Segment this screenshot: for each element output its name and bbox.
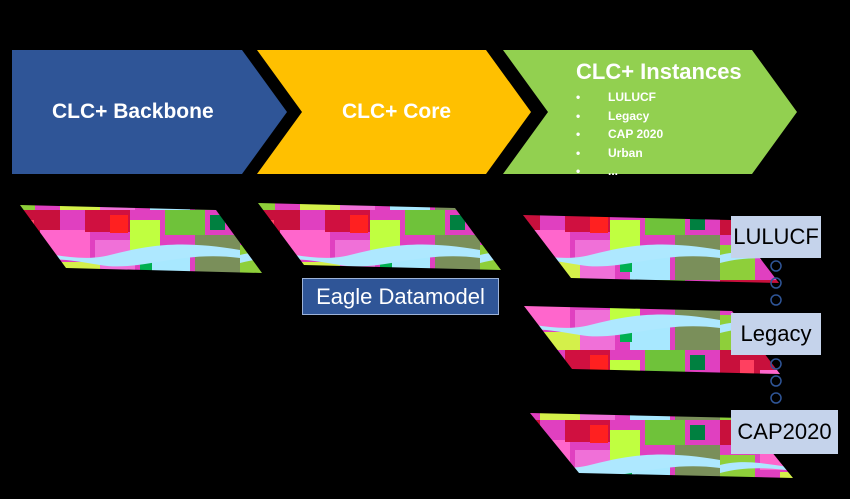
chevron-core-label: CLC+ Core	[342, 100, 452, 123]
lulucf-label: LULUCF	[731, 216, 821, 258]
map-tile-cap2020	[530, 413, 793, 478]
chevron-backbone	[12, 50, 287, 174]
legacy-label: Legacy	[731, 313, 821, 355]
map-tile-lulucf	[523, 215, 779, 283]
chevron-instances-label: CLC+ Instances	[576, 59, 742, 84]
list-item: Legacy	[576, 107, 663, 126]
list-item: LULUCF	[576, 88, 663, 107]
connector-dots-1	[770, 260, 782, 306]
eagle-datamodel-label: Eagle Datamodel	[302, 278, 499, 315]
list-item: ...	[576, 162, 663, 181]
connector-dots-2	[770, 358, 782, 404]
map-tile-legacy	[524, 306, 780, 374]
list-item: CAP 2020	[576, 125, 663, 144]
map-tile-backbone	[20, 205, 262, 273]
chevron-backbone-label: CLC+ Backbone	[52, 100, 214, 123]
map-tile-core	[258, 203, 501, 270]
cap2020-label: CAP2020	[731, 410, 838, 454]
list-item: Urban	[576, 144, 663, 163]
instances-list: LULUCF Legacy CAP 2020 Urban ...	[576, 88, 663, 181]
chevron-core	[257, 50, 531, 174]
